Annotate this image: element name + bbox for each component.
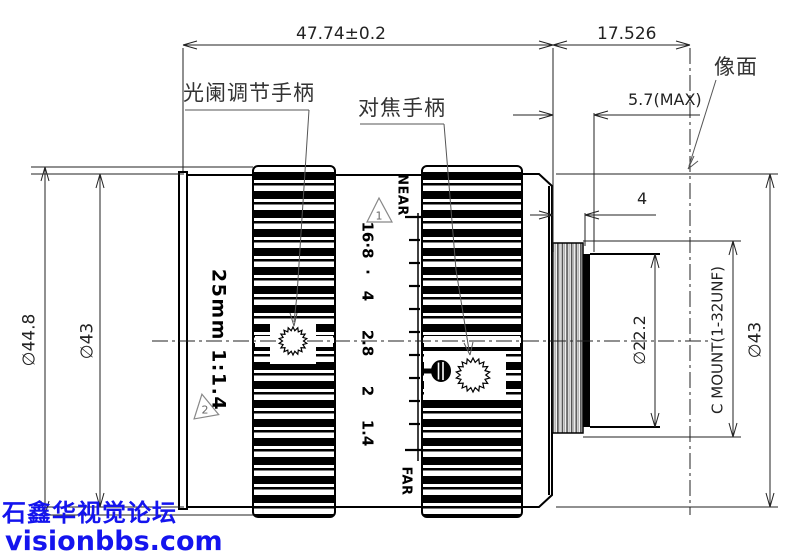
dim-dia43r-text: ∅43 xyxy=(745,321,766,359)
focus-handle-knob xyxy=(455,356,491,394)
fstop-4: 4 xyxy=(358,290,377,302)
focus-scale-ticks xyxy=(405,215,422,452)
watermark-forum-name: 石鑫华视觉论坛 xyxy=(2,499,177,527)
leader-focus-arrow xyxy=(463,341,474,356)
label-image-plane: 像面 xyxy=(714,55,758,79)
leader-aperture xyxy=(293,109,310,323)
watermark-site-url: visionbbs.com xyxy=(5,526,223,557)
label-aperture-handle: 光阑调节手柄 xyxy=(183,81,315,105)
aperture-handle-knob xyxy=(277,325,309,357)
lock-screw xyxy=(431,360,451,382)
leader-focus xyxy=(443,123,470,351)
lens-model-marking: 25mm 1:1.4 xyxy=(207,268,230,412)
dim-dia43l-text: ∅43 xyxy=(77,322,98,360)
dim-total-length-text: 47.74±0.2 xyxy=(296,24,386,44)
dim-dia448-text: ∅44.8 xyxy=(19,313,40,367)
note-triangle-1 xyxy=(366,196,394,223)
dim-thread-len-text: 4 xyxy=(637,189,648,208)
arrowheads xyxy=(40,40,775,516)
label-focus-handle: 对焦手柄 xyxy=(358,96,446,120)
c-mount-thread xyxy=(551,242,584,434)
fstop-1-4: 1.4 xyxy=(358,419,377,447)
leader-image-plane-arrow xyxy=(687,155,699,170)
dim-protrusion-text: 5.7(MAX) xyxy=(628,90,702,109)
fstop-dot: · xyxy=(358,269,377,275)
dim-flange-text: 17.526 xyxy=(597,24,657,44)
leader-aperture-arrow xyxy=(289,312,298,327)
dim-dia222-text: ∅22.2 xyxy=(630,315,649,365)
fstop-16-8: 16·8 xyxy=(358,221,377,259)
note-triangle-2 xyxy=(193,392,220,420)
note-2-number: 2 xyxy=(201,403,209,417)
note-1-number: 1 xyxy=(375,209,383,223)
far-marking: FAR xyxy=(398,466,414,496)
fstop-2: 2 xyxy=(358,385,377,397)
fstop-2-8: 2.8 xyxy=(358,329,377,357)
near-marking: NEAR xyxy=(394,174,410,216)
leader-image-plane xyxy=(688,79,717,167)
dim-cmount-text: C MOUNT(1-32UNF) xyxy=(708,266,727,414)
